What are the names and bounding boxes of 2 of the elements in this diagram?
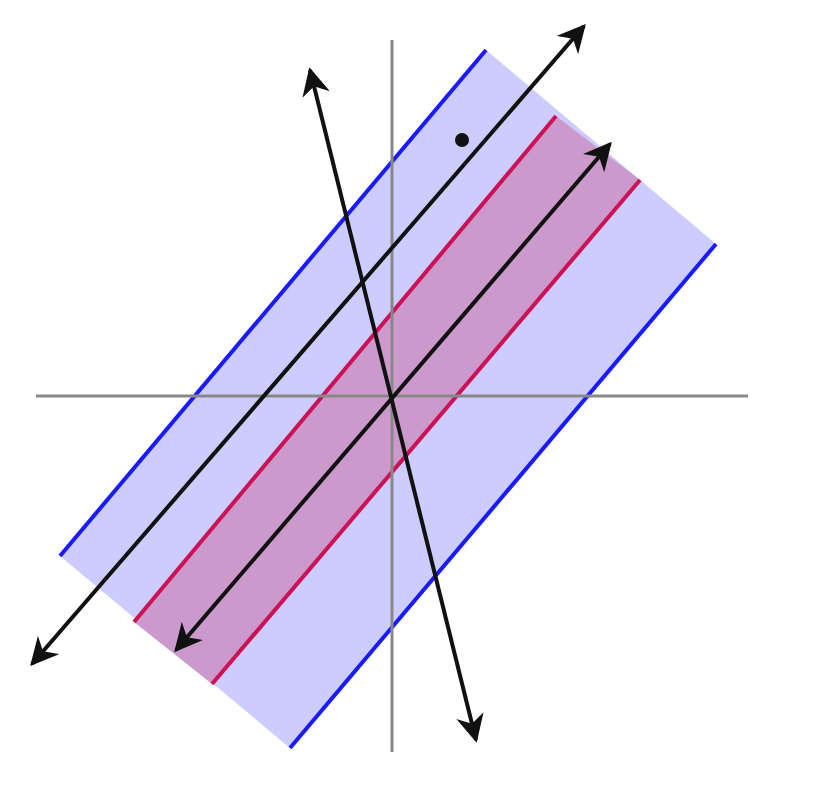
dot bbox=[455, 133, 469, 147]
band bbox=[132, 114, 642, 686]
